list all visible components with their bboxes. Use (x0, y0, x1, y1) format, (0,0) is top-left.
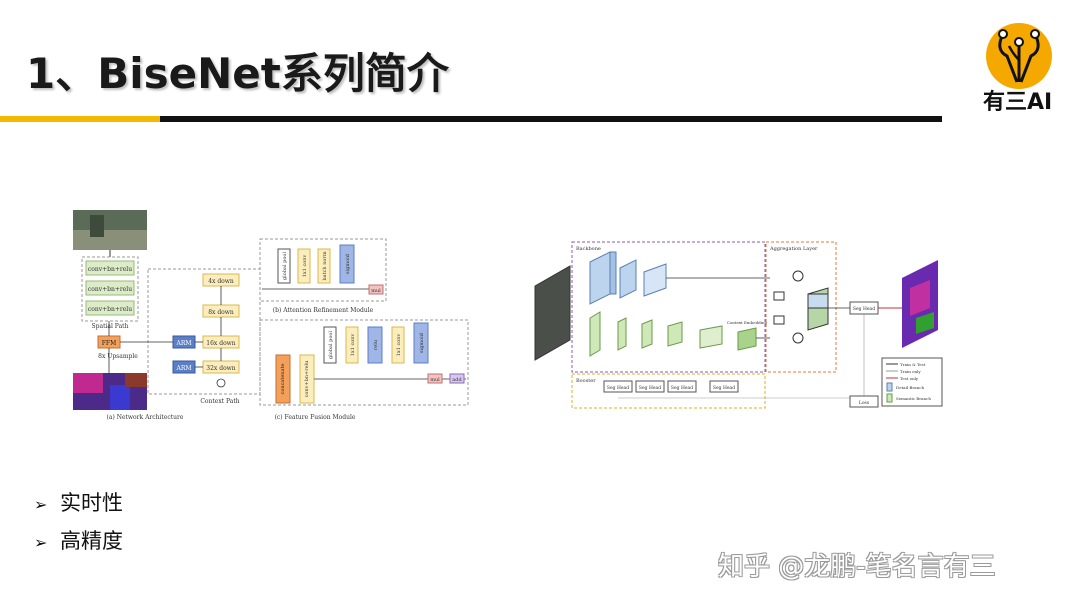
legend-train-only: Train only (900, 369, 921, 374)
logo-icon (986, 23, 1052, 89)
aggregation-label: Aggregation Layer (769, 246, 818, 252)
arm-block-1: ARM (176, 340, 192, 347)
arm-mul: mul (371, 288, 381, 294)
down16-block: 16x down (206, 340, 236, 347)
conv-block-1: conv+bn+relu (88, 266, 132, 273)
title-accent-bar (0, 116, 160, 122)
arm-global-pool: global pool (282, 252, 288, 280)
legend-test-only: Test only (900, 376, 919, 381)
ffm-sigmoid: sigmoid (419, 332, 425, 353)
seg-head-3: Seg Head (671, 385, 693, 391)
context-path-label: Context Path (200, 398, 239, 405)
backbone-label: Backbone (576, 246, 601, 252)
arm-batch-norm: batch norm (322, 251, 328, 280)
ffm-mul: mul (430, 377, 440, 383)
seg-head-4: Seg Head (713, 385, 735, 391)
seg-head-out: Seg Head (853, 306, 875, 312)
booster-label: Booster (576, 378, 596, 384)
seg-head-2: Seg Head (639, 385, 661, 391)
ffm-conv-bn-relu: conv+bn+relu (304, 360, 310, 398)
ffm-global-pool: global pool (328, 331, 334, 359)
caption-a: (a) Network Architecture (107, 414, 184, 421)
legend-detail-branch: Detail Branch (896, 385, 924, 390)
v2-input-image (534, 265, 571, 361)
down8-block: 8x down (208, 309, 234, 316)
bisenet-v1-figure: conv+bn+relu conv+bn+relu conv+bn+relu S… (73, 210, 469, 421)
logo-text: 有三AI (983, 90, 1053, 115)
down4-block: 4x down (208, 278, 234, 285)
conv-block-3: conv+bn+relu (88, 306, 132, 313)
upsample-label: 8x Upsample (98, 353, 138, 360)
arm-block-2: ARM (176, 365, 192, 372)
ffm-relu: relu (373, 339, 379, 350)
loss-box: Loss (859, 400, 870, 406)
legend-semantic-branch: Semantic Branch (896, 396, 931, 401)
ffm-conv-1: 1x1 conv (350, 334, 356, 357)
down32-block: 32x down (206, 365, 236, 372)
bisenet-v2-figure: Backbone Context Embedding Aggregation L… (534, 241, 943, 409)
ffm-conv-2: 1x1 conv (396, 334, 402, 357)
title-rule (160, 116, 942, 122)
arrow-icon: ➢ (34, 533, 48, 552)
caption-b: (b) Attention Refinement Module (273, 307, 374, 314)
arm-sigmoid: sigmoid (345, 253, 351, 274)
watermark: 知乎 @龙鹏-笔名言有三 (718, 552, 996, 582)
bullet-item: ➢ 高精度 (34, 522, 123, 560)
bullet-realtime: 实时性 (60, 491, 123, 515)
legend-train-test: Train & Test (900, 362, 926, 367)
ffm-block: FFM (102, 340, 116, 347)
context-embedding-label: Context Embedding (727, 320, 768, 325)
caption-c: (c) Feature Fusion Module (275, 414, 356, 421)
conv-block-2: conv+bn+relu (88, 286, 132, 293)
slide-title: 1、BiseNet系列简介 (26, 49, 449, 98)
bullet-item: ➢ 实时性 (34, 484, 123, 522)
arm-conv1x1: 1x1 conv (302, 255, 308, 278)
ffm-add: add (452, 377, 462, 383)
bullet-high-accuracy: 高精度 (60, 529, 123, 553)
spatial-path-label: Spatial Path (92, 323, 129, 330)
arrow-icon: ➢ (34, 495, 48, 514)
ffm-concat: concatenate (280, 363, 286, 394)
seg-head-1: Seg Head (607, 385, 629, 391)
bullet-list: ➢ 实时性 ➢ 高精度 (34, 484, 123, 560)
